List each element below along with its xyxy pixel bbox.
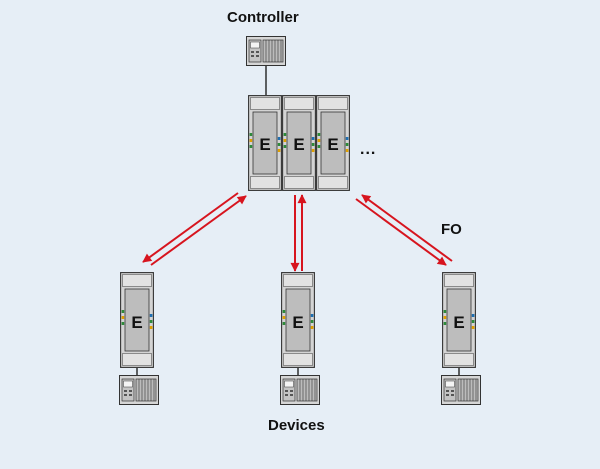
fo-link-right xyxy=(355,194,453,266)
device-module-right-letter: E xyxy=(453,313,464,332)
device-module-left-letter: E xyxy=(131,313,142,332)
devices-label: Devices xyxy=(268,417,325,434)
central-module-2: E xyxy=(282,95,316,191)
controller-label: Controller xyxy=(227,9,299,26)
central-module-1-letter: E xyxy=(259,135,270,154)
fo-arrow-left-up xyxy=(150,195,247,266)
fo-link-left xyxy=(142,192,247,266)
fo-arrow-right-down xyxy=(355,198,447,266)
fo-label: FO xyxy=(441,221,462,238)
central-module-3: E xyxy=(316,95,350,191)
central-module-3-letter: E xyxy=(327,135,338,154)
device-right-plc-icon xyxy=(441,375,481,405)
device-module-right: E xyxy=(442,272,476,368)
fo-arrow-right-up xyxy=(361,194,453,262)
device-module-left: E xyxy=(120,272,154,368)
fo-link-center xyxy=(290,194,307,272)
central-module-2-letter: E xyxy=(293,135,304,154)
more-modules-label: ... xyxy=(360,141,377,158)
device-module-center: E xyxy=(281,272,315,368)
controller-plc-icon xyxy=(246,36,286,66)
device-left-plc-icon xyxy=(119,375,159,405)
device-center-plc-icon xyxy=(280,375,320,405)
device-module-center-letter: E xyxy=(292,313,303,332)
fo-arrow-left-down xyxy=(142,192,239,263)
central-module-1: E xyxy=(248,95,282,191)
